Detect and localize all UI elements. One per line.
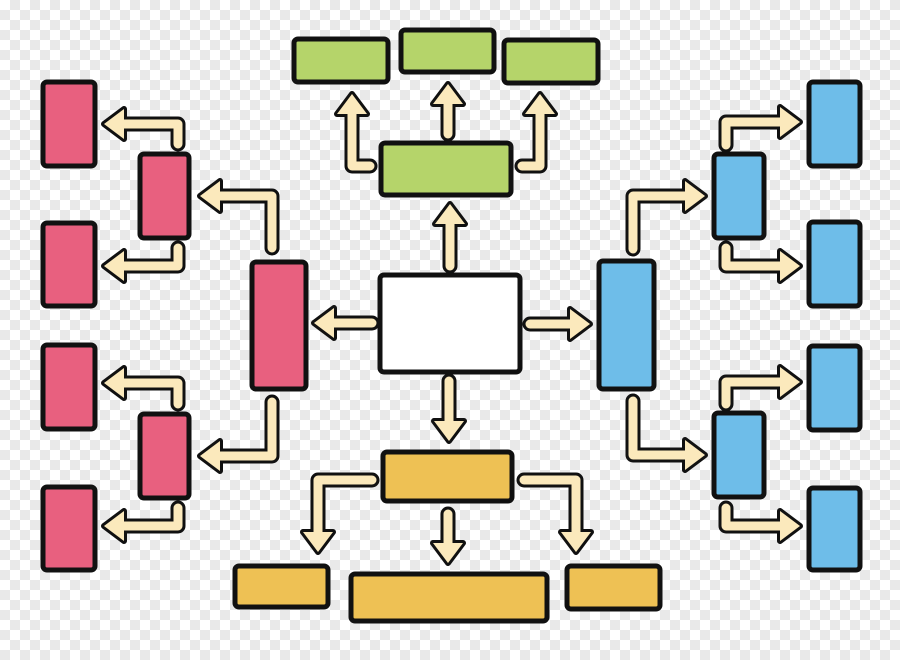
node-top-leaf-1	[291, 36, 391, 85]
arrow-left-mid-1-to-left-leaf-2	[101, 240, 186, 284]
node-right-leaf-3	[806, 343, 863, 433]
node-center	[377, 272, 523, 375]
arrow-center-to-right-hub	[522, 306, 593, 342]
node-bottom-leaf-2	[348, 571, 550, 624]
node-right-leaf-2	[806, 219, 863, 309]
arrow-center-to-top-hub	[432, 201, 468, 274]
arrow-center-to-bottom-hub	[431, 373, 467, 444]
arrow-left-mid-2-to-left-leaf-4	[101, 500, 186, 544]
arrow-top-hub-to-top-leaf-3	[514, 91, 558, 174]
node-right-mid-1	[711, 151, 767, 241]
arrow-right-mid-1-to-right-leaf-1	[718, 104, 803, 153]
arrow-right-mid-1-to-right-leaf-2	[718, 240, 803, 284]
arrow-top-hub-to-top-leaf-2	[430, 81, 466, 142]
arrow-right-hub-to-right-mid-2	[625, 393, 708, 473]
node-left-hub	[249, 259, 309, 392]
arrow-layer	[101, 81, 803, 566]
node-right-hub	[596, 258, 657, 392]
node-left-leaf-1	[40, 79, 98, 169]
arrow-left-mid-2-to-left-leaf-3	[101, 365, 186, 412]
arrow-left-mid-1-to-left-leaf-1	[101, 106, 186, 152]
arrow-top-hub-to-top-leaf-1	[334, 91, 378, 174]
node-left-mid-1	[137, 151, 192, 241]
node-right-leaf-4	[806, 485, 863, 573]
node-top-leaf-3	[501, 37, 601, 86]
arrow-bottom-hub-to-bottom-leaf-1	[300, 472, 380, 555]
node-bottom-leaf-1	[232, 563, 331, 610]
node-top-leaf-2	[398, 27, 497, 75]
node-top-hub	[378, 140, 514, 198]
arrow-center-to-left-hub	[311, 305, 380, 341]
arrow-right-mid-2-to-right-leaf-3	[718, 364, 803, 412]
arrow-left-hub-to-left-mid-2	[197, 394, 280, 474]
node-right-leaf-1	[806, 79, 863, 169]
node-right-mid-2	[711, 410, 767, 500]
node-left-leaf-3	[40, 342, 98, 432]
node-left-leaf-2	[40, 220, 98, 309]
arrow-right-hub-to-right-mid-1	[625, 178, 708, 257]
arrow-bottom-hub-to-bottom-leaf-2	[430, 506, 466, 566]
node-left-leaf-4	[40, 484, 98, 573]
node-left-mid-2	[137, 411, 192, 501]
node-bottom-hub	[380, 449, 515, 504]
arrow-right-mid-2-to-right-leaf-4	[718, 500, 803, 544]
node-bottom-leaf-3	[564, 563, 663, 612]
arrow-bottom-hub-to-bottom-leaf-3	[516, 472, 594, 555]
node-layer	[40, 27, 863, 624]
arrow-left-hub-to-left-mid-1	[197, 178, 280, 256]
